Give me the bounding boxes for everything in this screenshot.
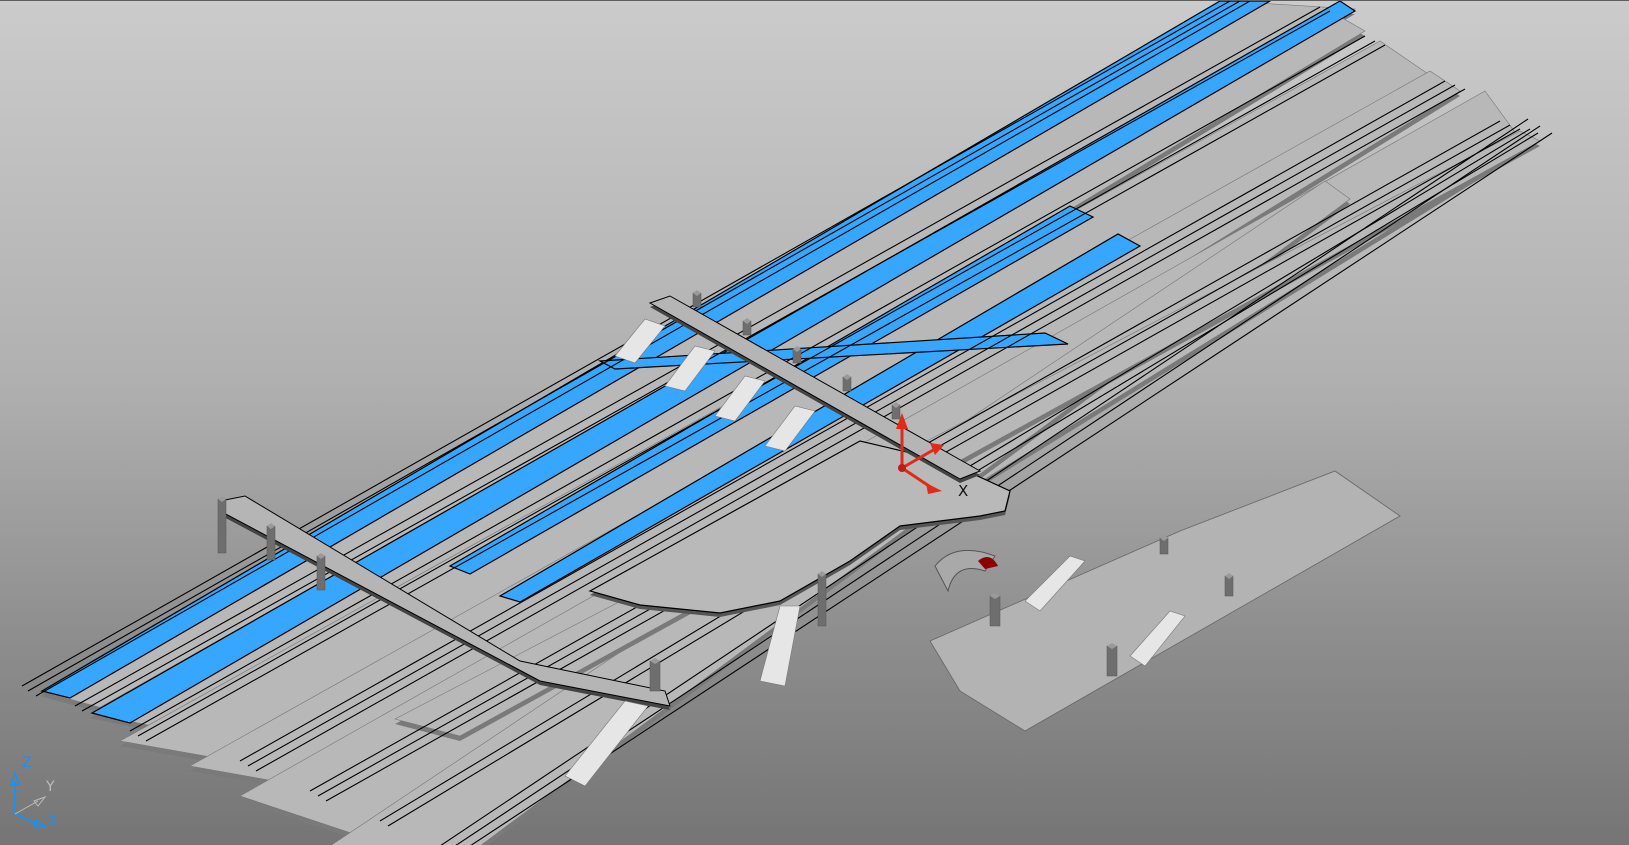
platform-5: [597, 332, 1069, 370]
pillar-top: [650, 658, 660, 664]
footbridges: [219, 295, 1401, 732]
pillar: [266, 525, 276, 561]
pillar-top: [1107, 643, 1117, 649]
pillar: [217, 498, 227, 554]
pillar-top: [818, 571, 826, 577]
stair-ramp: [759, 605, 801, 687]
pillar-top: [267, 523, 275, 529]
axis-tripod: Z Y X: [8, 755, 58, 829]
rail-line: [247, 84, 1456, 767]
stair-ramp: [614, 318, 666, 364]
pillar-top: [843, 374, 851, 380]
pillar-top: [990, 593, 1000, 599]
rail-line: [470, 132, 1553, 845]
pillar-top: [1225, 573, 1233, 579]
platform-4: [498, 233, 1142, 603]
stair-ramps: [564, 318, 1186, 787]
tripod-y-label: Y: [45, 779, 55, 795]
pillar: [989, 595, 1001, 627]
pillar-top: [1160, 535, 1168, 541]
pillar: [649, 660, 661, 692]
pillar-top: [218, 496, 226, 502]
ucs-icon[interactable]: X: [896, 413, 968, 500]
main-footbridge: [648, 295, 982, 480]
tripod-z-label: Z: [22, 755, 32, 771]
platform-1: [40, 1, 1272, 699]
pillar-top: [892, 402, 900, 408]
tripod-x-label: X: [48, 813, 58, 829]
pillar-top: [693, 290, 701, 296]
pillar-top: [317, 553, 325, 559]
pillar: [1106, 645, 1118, 677]
east-station-box: [929, 470, 1401, 732]
rail-line: [255, 88, 1466, 772]
rail-line: [239, 80, 1446, 762]
stair-ramp: [714, 375, 766, 422]
ucs-x-label: X: [958, 482, 968, 500]
pillar: [316, 555, 326, 591]
tunnel-entrance: [934, 549, 998, 593]
stair-ramp: [764, 405, 816, 452]
pillar-top: [743, 318, 751, 324]
stair-ramp: [664, 345, 716, 392]
stair-ramp: [1024, 555, 1086, 612]
pillars: [217, 290, 1234, 692]
stair-ramp: [1129, 610, 1186, 667]
pillar-top: [793, 346, 801, 352]
stair-ramp: [564, 700, 649, 787]
rail-line: [145, 44, 1386, 742]
pillar: [817, 573, 827, 627]
